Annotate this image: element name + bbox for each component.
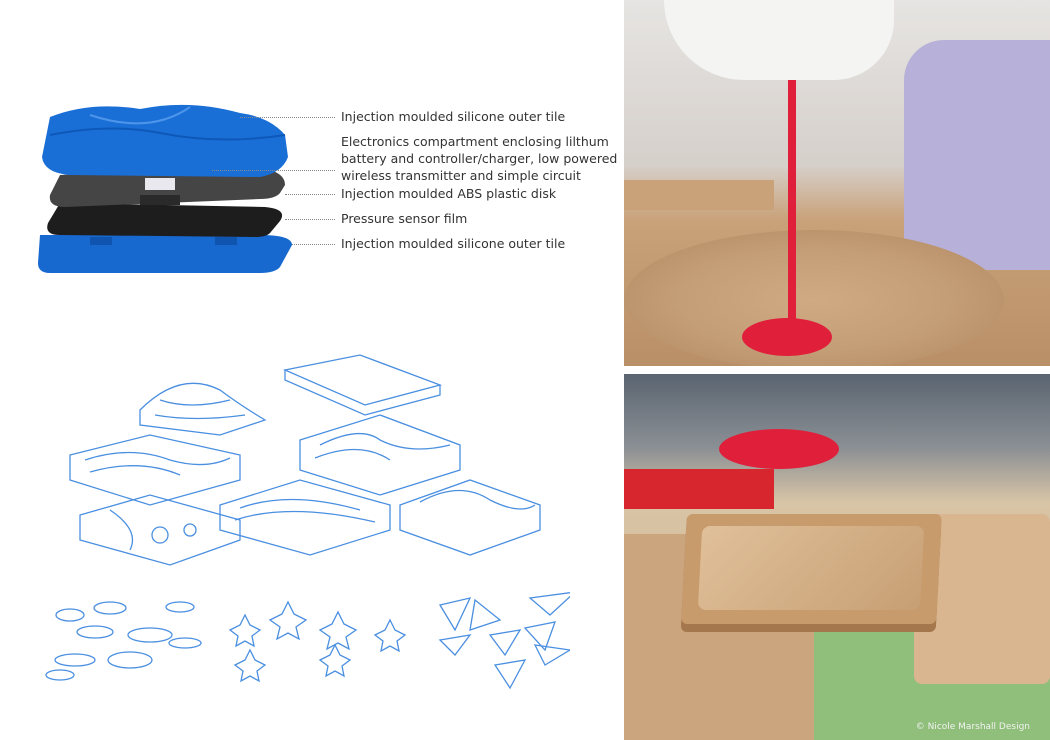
leader-line	[212, 170, 335, 171]
tile-concept-sketches	[45, 354, 570, 690]
leader-line	[285, 219, 335, 220]
red-disc	[719, 429, 839, 469]
sketch-pebble-tile	[79, 494, 241, 566]
sketch-wave-tile-small	[139, 382, 267, 436]
label-line: battery and controller/charger, low powe…	[341, 151, 618, 166]
person-purple-shirt	[904, 40, 1050, 270]
red-resin-piece	[624, 469, 774, 509]
label-top-tile: Injection moulded silicone outer tile	[341, 109, 566, 124]
copyright-credit: © Nicole Marshall Design	[915, 722, 1030, 732]
sketch-stripe-tile	[219, 479, 391, 556]
label-abs-disk: Injection moulded ABS plastic disk	[341, 186, 557, 201]
label-line: Electronics compartment enclosing lilthu…	[341, 134, 609, 149]
resin-pool	[742, 318, 832, 356]
sand-tile-mould	[681, 514, 942, 624]
pouring-cup	[664, 0, 894, 80]
sketch-star-shapes	[228, 600, 407, 683]
bottom-silicone-tile	[38, 235, 292, 273]
sketch-triangle-shapes	[438, 592, 570, 690]
sketch-shell-shapes	[45, 601, 202, 681]
sketch-sand-tile	[399, 479, 541, 556]
label-line: wireless transmitter and simple circuit	[341, 168, 581, 183]
photo-pouring-resin	[624, 0, 1050, 366]
leader-line	[285, 194, 335, 195]
label-electronics: Electronics compartment enclosing lilthu…	[341, 133, 617, 184]
resin-stream	[788, 80, 796, 330]
sketch-dotted-tile	[282, 354, 443, 416]
leader-line	[240, 117, 335, 118]
sand-wave-cavity	[697, 526, 925, 610]
sketch-ridge-tile	[299, 414, 461, 496]
pressure-sensor-film	[47, 203, 283, 237]
sketch-wave-tile-left	[69, 434, 241, 506]
leader-line	[292, 244, 335, 245]
label-bottom-tile: Injection moulded silicone outer tile	[341, 236, 566, 251]
top-silicone-tile	[42, 104, 288, 177]
label-sensor-film: Pressure sensor film	[341, 211, 468, 226]
exploded-view-render	[38, 104, 292, 273]
mdf-board	[624, 180, 774, 210]
photo-moulds: © Nicole Marshall Design	[624, 374, 1050, 740]
